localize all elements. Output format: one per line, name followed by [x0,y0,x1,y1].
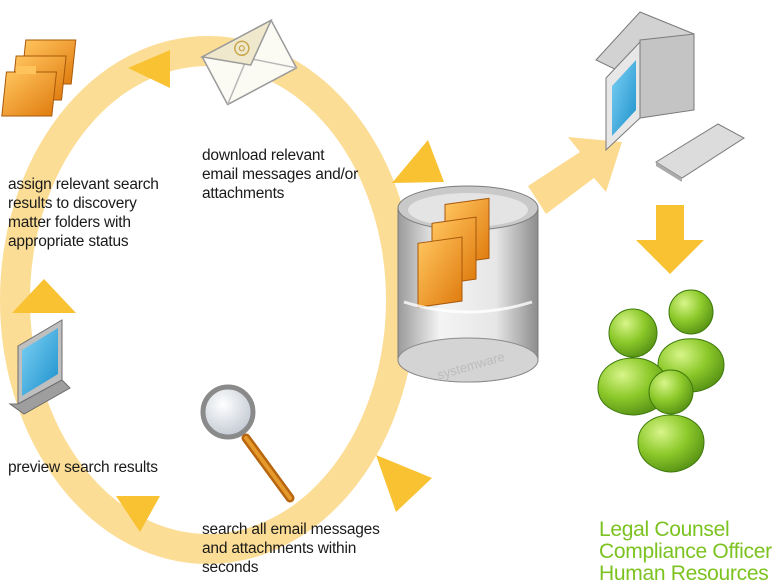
arrow-to-search [376,455,432,512]
cycle-arrows [12,50,444,532]
roles-list: Legal Counsel Compliance Officer Human R… [599,519,772,585]
email-envelope-icon [199,18,298,106]
step-download-label: download relevant email messages and/or … [202,147,359,202]
arrow-hub-to-computer [528,137,622,214]
role-compliance-officer: Compliance Officer [599,540,772,563]
role-legal-counsel: Legal Counsel [599,518,730,541]
role-human-resources: Human Resources [599,562,769,585]
desktop-computer-icon [595,11,745,182]
laptop-icon [8,319,71,415]
arrow-to-hub [392,140,444,183]
step-search-label: search all email messages and attachment… [202,521,380,576]
arrow-to-folders [128,50,170,88]
hub-folders-icon [417,197,490,308]
database-cylinder-icon: systemware [397,185,539,383]
folders-icon [1,39,77,117]
step-assign-label: assign relevant search results to discov… [8,176,159,250]
magnifier-icon [200,384,295,503]
step-preview-label: preview search results [8,459,158,476]
arrow-to-assign [12,279,76,313]
arrow-to-preview [116,496,160,532]
arrow-computer-to-users [636,205,704,274]
user-front [637,369,705,473]
users-group-icon [597,289,725,473]
